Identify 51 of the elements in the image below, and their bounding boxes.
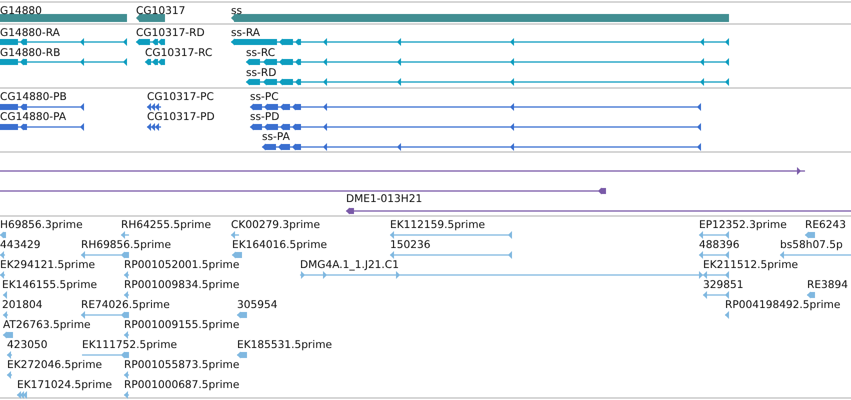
transcript-label: CG10317-PC [147,91,214,103]
feature-label: 150236 [390,239,430,251]
feature-label: RP001009834.5prime [124,279,240,291]
feature-label: bs58h07.5p [780,239,843,251]
feature-label: 488396 [699,239,740,251]
feature-label: DMG4A.1_1.J21.C1 [300,259,399,271]
transcript-label: ss-PC [250,91,279,103]
feature-label: EK185531.5prime [237,339,332,351]
feature-label: RP001052001.5prime [124,259,240,271]
transcript-label: ss-PA [262,131,290,143]
transcript-label: CG14880-PA [0,111,66,123]
feature-label: 329851 [703,279,744,291]
feature-label: EK171024.5prime [17,379,112,391]
feature-label: EK211512.5prime [703,259,798,271]
feature-label: DME1-013H21 [346,193,422,205]
transcript-label: CG14880-PB [0,91,67,103]
feature-label: RP004198492.5prime [725,299,840,311]
feature-label: EK272046.5prime [7,359,102,371]
feature-label: EK112159.5prime [390,219,486,231]
feature-label: EK146155.5prime [2,279,98,291]
feature-label: 201804 [2,299,42,311]
feature-label: EK111752.5prime [82,339,178,351]
feature-label: RH69856.5prime [81,239,171,251]
feature-label: H69856.3prime [0,219,83,231]
transcript-label: G14880-RA [0,27,60,39]
feature-label: EK294121.5prime [0,259,96,271]
transcript-label: G14880-RB [0,47,60,59]
feature-label: RE3894 [807,279,848,291]
feature-label: 305954 [237,299,278,311]
feature-label: AT26763.5prime [3,319,91,331]
feature-label: RP001000687.5prime [124,379,240,391]
gene-label: CG10317 [136,5,186,17]
transcript-label: CG10317-RD [136,27,205,39]
transcript-label: ss-RA [231,27,260,39]
transcript-label: ss-RC [246,47,276,59]
feature-label: RP001055873.5prime [124,359,240,371]
feature-label: EK164016.5prime [232,239,328,251]
transcript-label: ss-PD [250,111,280,123]
feature-label: RE74026.5prime [81,299,170,311]
gene-label: ss [231,5,242,17]
feature-label: 443429 [0,239,40,251]
feature-label: CK00279.3prime [231,219,320,231]
feature-label: RE6243 [805,219,846,231]
feature-label: 423050 [7,339,48,351]
gene-label: G14880 [0,5,42,17]
transcript-label: CG10317-PD [147,111,215,123]
transcript-label: CG10317-RC [145,47,212,59]
feature-label: EP12352.3prime [699,219,787,231]
feature-label: RH64255.5prime [121,219,211,231]
feature-label: RP001009155.5prime [124,319,240,331]
transcript-label: ss-RD [246,67,276,79]
